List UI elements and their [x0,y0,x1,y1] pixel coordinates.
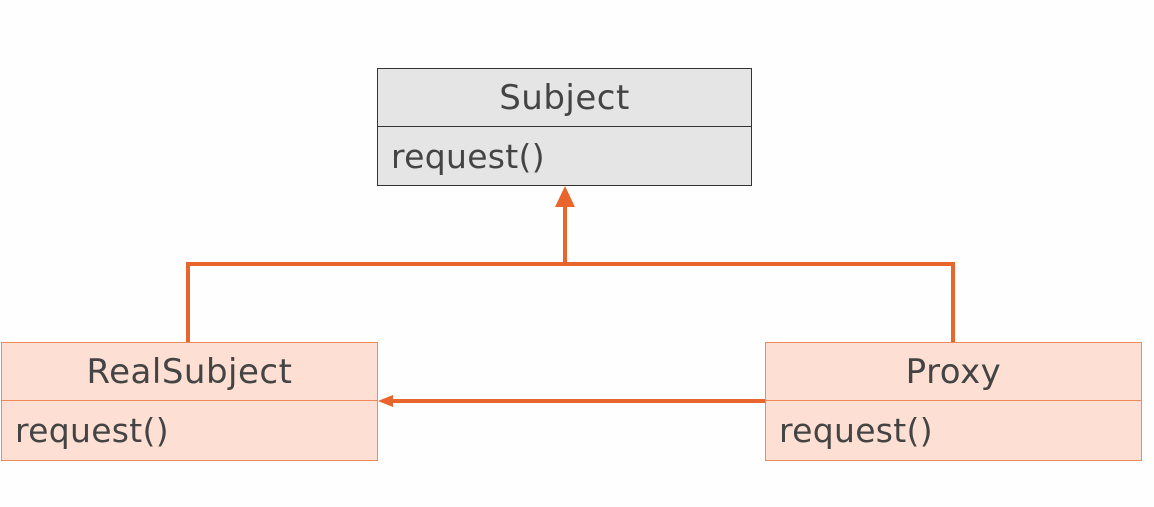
class-name: Subject [378,69,751,127]
class-proxy[interactable]: Proxy request() [765,342,1142,461]
class-method: request() [779,411,933,450]
inheritance-line-proxy [565,262,955,342]
inheritance-arrowhead [555,186,575,207]
class-realsubject[interactable]: RealSubject request() [1,342,378,461]
inheritance-line-realsubject [186,262,565,342]
class-method: request() [15,411,169,450]
class-name: RealSubject [2,343,377,401]
delegation-arrowhead [378,395,393,407]
class-subject[interactable]: Subject request() [377,68,752,186]
class-method: request() [391,136,545,176]
class-name: Proxy [766,343,1141,401]
